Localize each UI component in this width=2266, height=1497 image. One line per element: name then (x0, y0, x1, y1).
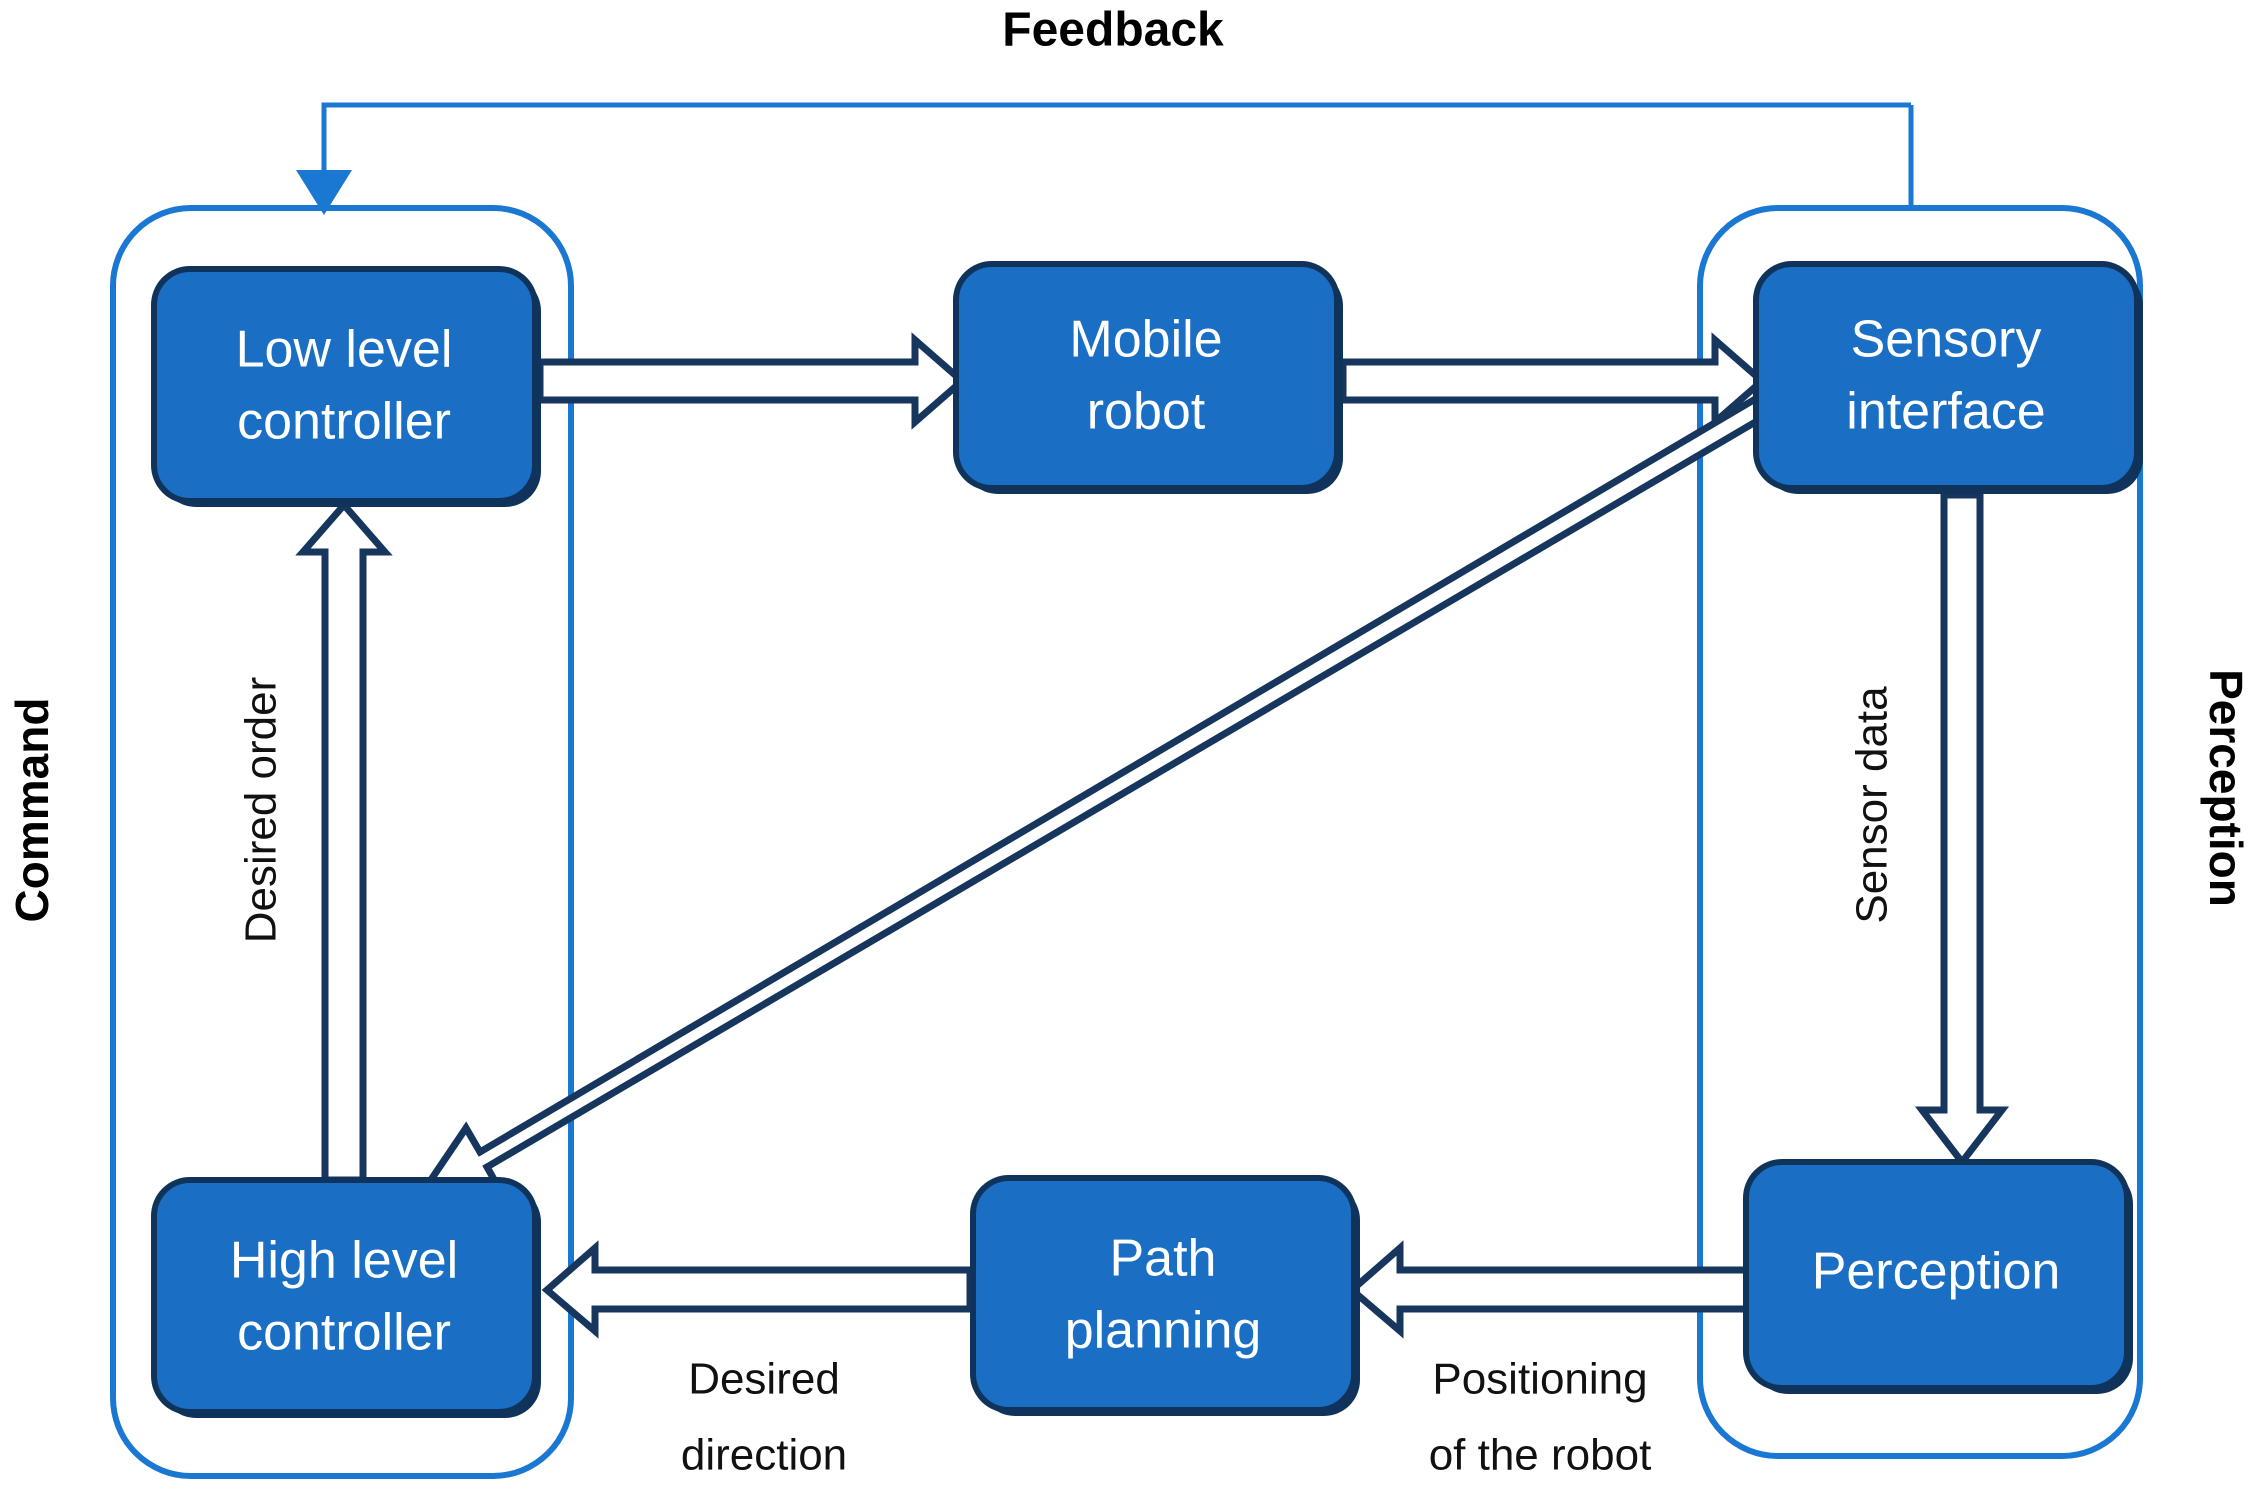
perception-group-outline (1697, 205, 2143, 1459)
node-body (151, 1177, 538, 1415)
edge-label-sensor-data: Sensor data (1848, 686, 1897, 924)
block-arrow-left-icon (1346, 1240, 1756, 1339)
edge-label-positioning-line1: Positioning (1432, 1355, 1647, 1404)
block-arrow-left-icon (541, 1240, 974, 1339)
feedback-arrowhead-icon (296, 170, 352, 215)
node-label-line2: planning (1065, 1302, 1262, 1360)
block-arrow-up-icon (295, 499, 393, 1184)
block-arrow-down-icon (1914, 491, 2010, 1168)
node-path-planning[interactable]: Path planning (970, 1175, 1360, 1416)
node-body (151, 266, 538, 504)
node-low-level-controller[interactable]: Low level controller (151, 266, 541, 507)
node-label-line1: Mobile (1069, 311, 1222, 369)
node-label-line2: controller (237, 1304, 451, 1362)
perception-group-label: Perception (2200, 669, 2252, 907)
edge-label-desired-direction-line1: Desired (688, 1355, 840, 1404)
edge-desired-direction (541, 1240, 974, 1339)
perception-group-container (1697, 205, 2143, 1459)
node-perception-block[interactable]: Perception (1743, 1159, 2133, 1394)
block-arrow-diagonal-icon (413, 393, 1775, 1201)
node-label-line1: Sensory (1851, 311, 2042, 369)
node-label-line2: interface (1846, 383, 2045, 441)
node-body (970, 1175, 1357, 1413)
command-group-container (110, 205, 574, 1479)
node-body (953, 261, 1340, 491)
edge-robot-to-sensory (1339, 332, 1768, 430)
block-arrow-right-icon (536, 332, 968, 430)
node-label-line1: Perception (1812, 1243, 2061, 1301)
edge-positioning (1346, 1240, 1756, 1339)
block-arrow-right-icon (1339, 332, 1768, 430)
feedback-edge-segment-top (321, 102, 1911, 172)
feedback-edge (296, 102, 1914, 215)
node-sensory-interface[interactable]: Sensory interface (1753, 261, 2143, 494)
edge-desired-order (295, 499, 393, 1184)
edge-sensor-data (1914, 491, 2010, 1168)
command-group-label: Command (6, 698, 58, 923)
edge-sensory-to-hlc (413, 393, 1775, 1201)
node-label-line2: robot (1087, 383, 1206, 441)
node-high-level-controller[interactable]: High level controller (151, 1177, 541, 1418)
node-mobile-robot[interactable]: Mobile robot (953, 261, 1343, 494)
feedback-title-label: Feedback (1002, 4, 1224, 57)
node-body (1743, 1159, 2130, 1391)
node-label-line1: Path (1110, 1230, 1217, 1288)
edge-llc-to-robot (536, 332, 968, 430)
node-label-line2: controller (237, 393, 451, 451)
node-body (1753, 261, 2140, 491)
edge-label-desired-order: Desired order (237, 677, 286, 944)
edge-label-desired-direction-line2: direction (681, 1431, 847, 1480)
node-label-line1: High level (230, 1232, 458, 1290)
node-label-line1: Low level (236, 321, 453, 379)
edge-label-positioning-line2: of the robot (1429, 1431, 1652, 1480)
command-group-outline (110, 205, 574, 1479)
